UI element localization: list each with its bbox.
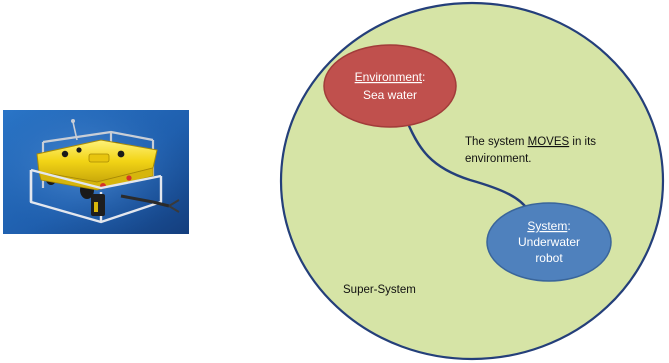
underwater-robot-photo: [3, 110, 189, 234]
environment-title-text: Environment: [355, 70, 423, 84]
super-system-label: Super-System: [343, 284, 416, 296]
system-title-text: System: [527, 219, 567, 233]
system-title: System:: [527, 219, 570, 233]
relation-note-emphasis: MOVES: [528, 136, 570, 148]
environment-value: Sea water: [363, 88, 417, 102]
environment-title: Environment:: [355, 70, 426, 84]
system-value-line1: Underwater: [518, 235, 580, 249]
system-title-colon: :: [567, 219, 570, 233]
manipulator-arm-icon: [91, 194, 180, 216]
connector-line: [403, 115, 529, 211]
environment-ellipse: [323, 44, 457, 128]
relation-note-line2: environment.: [465, 153, 531, 165]
system-value-line2: robot: [535, 251, 563, 265]
environment-title-colon: :: [422, 70, 425, 84]
relation-note-part1: The system: [465, 136, 528, 148]
robot-body: [36, 119, 158, 191]
relation-note-part2: in its: [569, 136, 596, 148]
system-ellipse: [486, 202, 612, 282]
relation-note: The system MOVES in its: [465, 136, 596, 148]
